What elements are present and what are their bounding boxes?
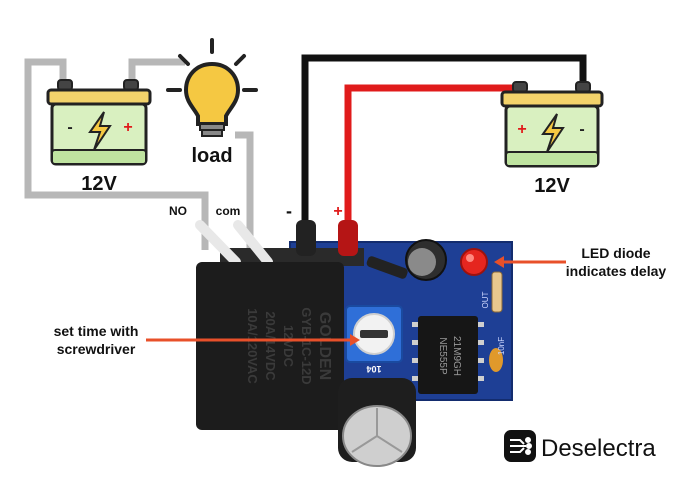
red-wire (344, 84, 520, 235)
light-bulb: load (166, 38, 258, 167)
relay-text: GOLDEN GYB-1C-12D 12VDC 20A/14VDC 10A/12… (245, 307, 333, 384)
battery-right-voltage: 12V (534, 175, 570, 197)
terminal-plus-label: + (333, 203, 342, 220)
gray-wire-battery-loop (24, 58, 67, 92)
screwdriver-slot (360, 330, 388, 338)
lightning-icon (541, 113, 565, 153)
timer-chip-label: NE555P (437, 337, 448, 375)
gray-wire-battery-load (128, 58, 185, 82)
terminal-minus-label: - (286, 201, 292, 221)
lightbulb-icon (183, 61, 241, 126)
screw-annotation: set time with screwdriver (54, 323, 360, 357)
led-annotation: LED diode indicates delay (494, 245, 666, 279)
terminal-no-label: NO (169, 204, 187, 218)
led (460, 248, 488, 276)
bulb-rays (166, 38, 258, 92)
terminal-com-label: com (216, 204, 241, 218)
arrow-icon (494, 256, 504, 268)
screw-annotation-line-2: screwdriver (57, 341, 136, 357)
battery-right-minus: - (579, 121, 584, 138)
lightning-icon (88, 111, 112, 151)
resistor (491, 271, 503, 313)
white-wire-com (233, 220, 273, 267)
brand-name: Deselectra (541, 435, 656, 462)
red-wire-sleeve (338, 220, 358, 256)
brand-logo: Deselectra (504, 430, 656, 462)
battery-left-minus: - (67, 119, 72, 136)
screw-annotation-line-1: set time with (54, 323, 139, 339)
out-label: OUT (481, 291, 490, 308)
timer-module: NO com - + GOLDEN GYB-1C-12D 12VDC 20A/1… (169, 201, 513, 467)
relay-rating-2: 20A/14VDC (263, 311, 278, 381)
timer-chip-code: 21M9GH (451, 336, 462, 376)
battery-right-base (505, 151, 599, 167)
relay-rating-3: 10A/120VAC (245, 308, 260, 384)
battery-left: - + 12V (46, 79, 152, 195)
diode (366, 256, 408, 279)
gray-wire-no (24, 92, 209, 250)
white-wire-no (195, 220, 241, 267)
led-annotation-line-2: indicates delay (566, 263, 667, 279)
relay-model: GYB-1C-12D (299, 307, 314, 384)
battery-right-cap (500, 90, 604, 108)
timer-chip (418, 316, 478, 394)
relay-brand: GOLDEN (316, 312, 333, 380)
capacitor-ceramic (489, 348, 503, 372)
battery-left-voltage: 12V (81, 173, 117, 195)
battery-right: + - 12V (500, 81, 604, 197)
battery-left-base (51, 149, 147, 165)
black-wire (301, 54, 587, 235)
potentiometer-code: 104 (366, 364, 381, 374)
led-annotation-line-1: LED diode (581, 245, 650, 261)
battery-left-cap (46, 88, 152, 106)
relay (196, 262, 344, 430)
gray-wires (24, 58, 254, 252)
battery-right-plus: + (517, 121, 526, 138)
load-label: load (191, 145, 232, 167)
battery-left-plus: + (123, 119, 132, 136)
capacitor-small-top (408, 248, 436, 276)
gray-wire-load-com (235, 131, 254, 252)
relay-rating-1: 12VDC (281, 325, 296, 368)
arrow-icon (350, 334, 360, 346)
cap-label: 10nF (497, 337, 506, 355)
black-wire-sleeve (296, 220, 316, 256)
